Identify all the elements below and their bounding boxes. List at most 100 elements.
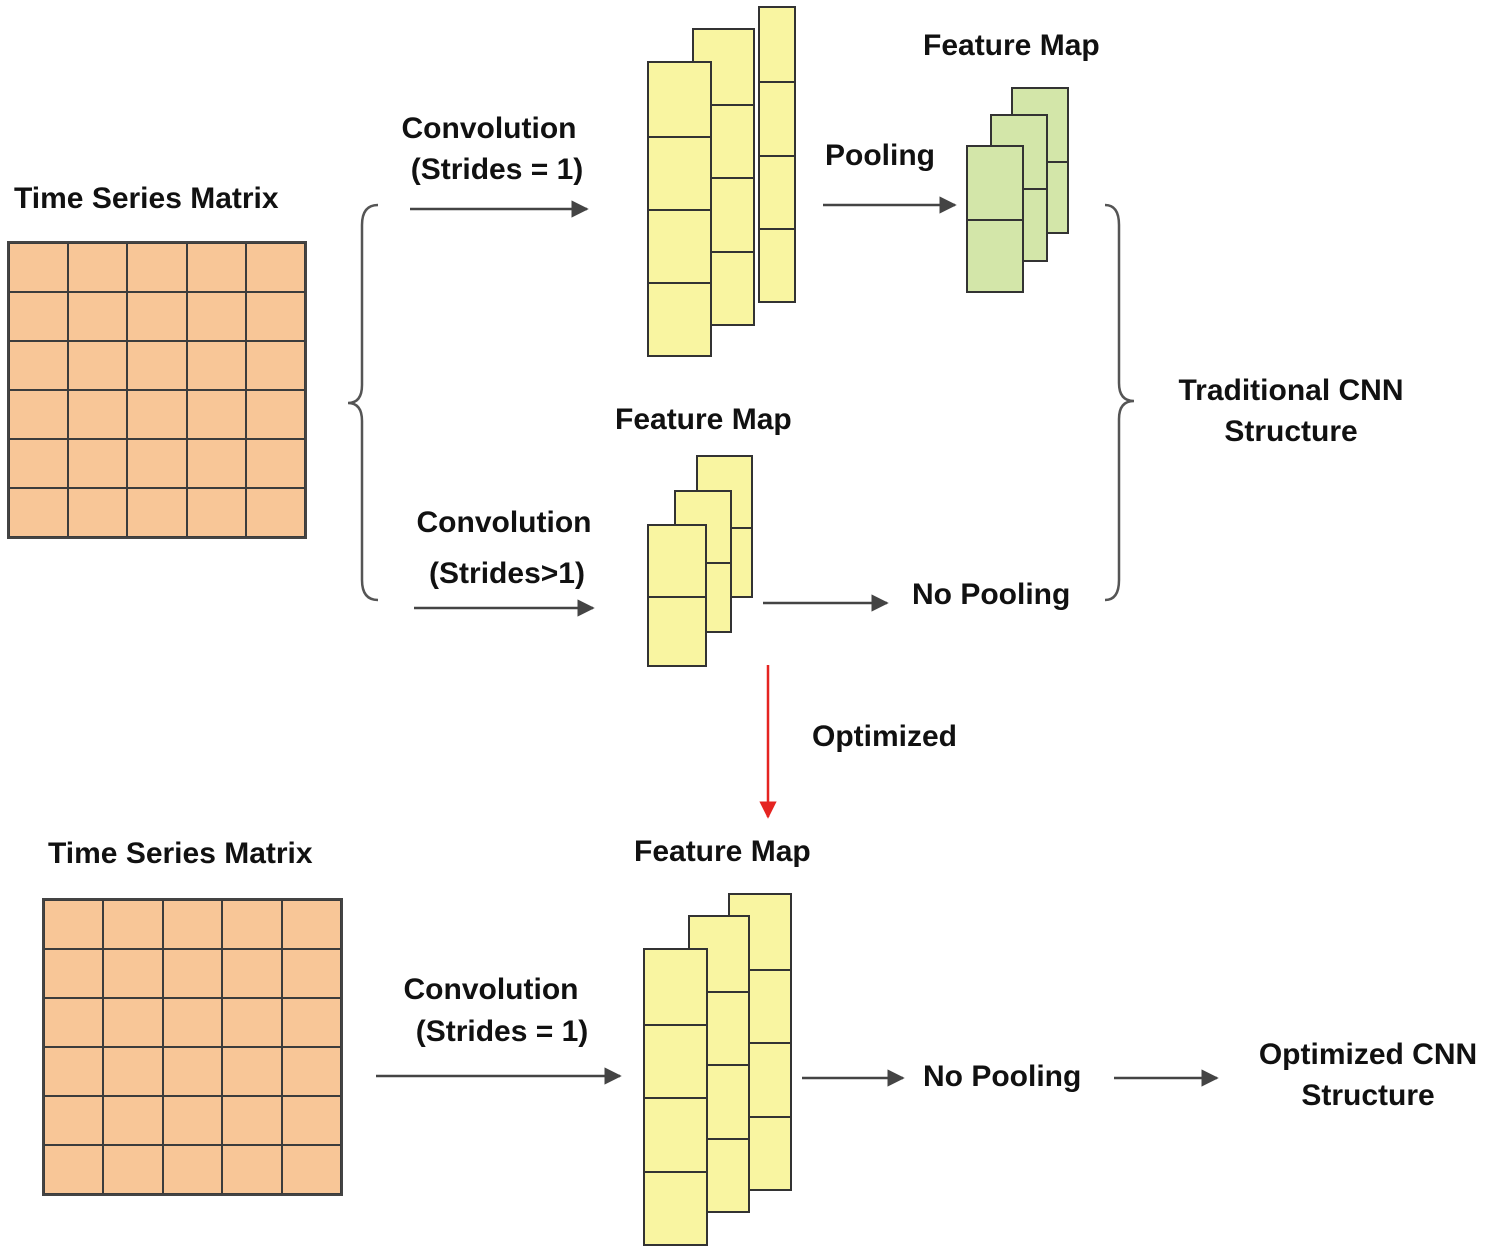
feature-map-sheet (758, 6, 796, 303)
pooling-label: Pooling (825, 139, 935, 172)
top-conv1-label-line2: (Strides = 1) (410, 153, 584, 186)
feature-map-2-label: Feature Map (615, 403, 792, 436)
matrix-cell (44, 1096, 104, 1145)
matrix-cell (44, 1047, 104, 1096)
feature-map-1-label: Feature Map (923, 29, 1100, 62)
matrix-cell (162, 900, 223, 949)
top-conv2-label-line1: Convolution (416, 506, 592, 539)
top-time-series-matrix (7, 241, 307, 539)
matrix-cell (44, 900, 104, 949)
matrix-cell (9, 488, 69, 537)
matrix-cell (222, 1145, 282, 1194)
sheet-cell-divider (649, 595, 705, 598)
matrix-cell (186, 488, 246, 537)
matrix-cell (222, 900, 282, 949)
sheet-cell-divider (760, 81, 794, 84)
matrix-cell (222, 998, 282, 1047)
matrix-cell (186, 341, 246, 390)
matrix-cell (103, 1096, 163, 1145)
sheet-cell-divider (730, 968, 790, 971)
matrix-cell (127, 341, 187, 390)
pooled-map-sheet (966, 145, 1024, 293)
matrix-cell (281, 900, 341, 949)
sheet-cell-divider (730, 1042, 790, 1044)
sheet-cell-divider (694, 250, 753, 253)
matrix-cell (281, 949, 341, 998)
matrix-cell (68, 292, 128, 341)
traditional-structure-line2: Structure (1224, 415, 1358, 448)
bottom-conv-label-line2: (Strides = 1) (415, 1015, 589, 1048)
matrix-cell (186, 439, 246, 488)
matrix-cell (44, 949, 104, 998)
matrix-cell (68, 439, 128, 488)
matrix-cell (127, 292, 187, 341)
matrix-cell (281, 1145, 341, 1194)
bottom-no-pooling-label: No Pooling (923, 1060, 1082, 1093)
matrix-cell (186, 243, 246, 292)
matrix-cell (245, 390, 305, 439)
bottom-conv-label-line1: Convolution (403, 973, 579, 1006)
matrix-cell (68, 390, 128, 439)
strided-map-sheet (647, 524, 707, 667)
sheet-cell-divider (645, 1023, 706, 1026)
matrix-cell (162, 1047, 223, 1096)
matrix-cell (245, 488, 305, 537)
matrix-cell (9, 439, 69, 488)
matrix-cell (68, 488, 128, 537)
left-brace (347, 203, 379, 602)
sheet-cell-divider (645, 1170, 706, 1173)
matrix-cell (222, 1096, 282, 1145)
matrix-cell (162, 1145, 223, 1194)
sheet-cell-divider (760, 227, 794, 230)
matrix-cell (222, 949, 282, 998)
matrix-cell (281, 998, 341, 1047)
sheet-cell-divider (649, 136, 710, 138)
sheet-cell-divider (649, 282, 710, 284)
matrix-cell (222, 1047, 282, 1096)
matrix-cell (245, 439, 305, 488)
matrix-cell (127, 488, 187, 537)
matrix-cell (186, 292, 246, 341)
feature-map-sheet (643, 948, 708, 1246)
sheet-cell-divider (694, 103, 753, 106)
matrix-cell (68, 341, 128, 390)
matrix-cell (9, 341, 69, 390)
bottom-feature-map-label: Feature Map (634, 835, 811, 868)
matrix-cell (281, 1096, 341, 1145)
matrix-cell (186, 390, 246, 439)
right-brace (1104, 203, 1135, 602)
sheet-cell-divider (649, 209, 710, 211)
matrix-cell (127, 243, 187, 292)
matrix-cell (44, 998, 104, 1047)
matrix-cell (103, 1145, 163, 1194)
bottom-matrix-title: Time Series Matrix (48, 837, 313, 870)
sheet-cell-divider (645, 1097, 706, 1099)
top-conv2-label-line2: (Strides>1) (429, 557, 585, 590)
matrix-cell (103, 900, 163, 949)
matrix-cell (162, 1096, 223, 1145)
matrix-cell (245, 292, 305, 341)
optimized-structure-line2: Structure (1301, 1079, 1435, 1112)
optimized-label: Optimized (812, 720, 958, 753)
matrix-cell (245, 243, 305, 292)
matrix-cell (9, 390, 69, 439)
matrix-cell (44, 1145, 104, 1194)
matrix-cell (127, 439, 187, 488)
matrix-cell (162, 949, 223, 998)
matrix-cell (103, 1047, 163, 1096)
matrix-cell (103, 949, 163, 998)
matrix-cell (281, 1047, 341, 1096)
traditional-structure-line1: Traditional CNN (1178, 374, 1404, 407)
sheet-cell-divider (968, 219, 1022, 221)
matrix-cell (162, 998, 223, 1047)
matrix-cell (9, 243, 69, 292)
sheet-cell-divider (690, 1064, 748, 1066)
feature-map-sheet (647, 61, 712, 357)
top-no-pooling-label: No Pooling (912, 578, 1071, 611)
optimized-structure-line1: Optimized CNN (1258, 1038, 1478, 1071)
sheet-cell-divider (730, 1115, 790, 1118)
bottom-time-series-matrix (42, 898, 343, 1196)
top-conv1-label-line1: Convolution (401, 112, 577, 145)
